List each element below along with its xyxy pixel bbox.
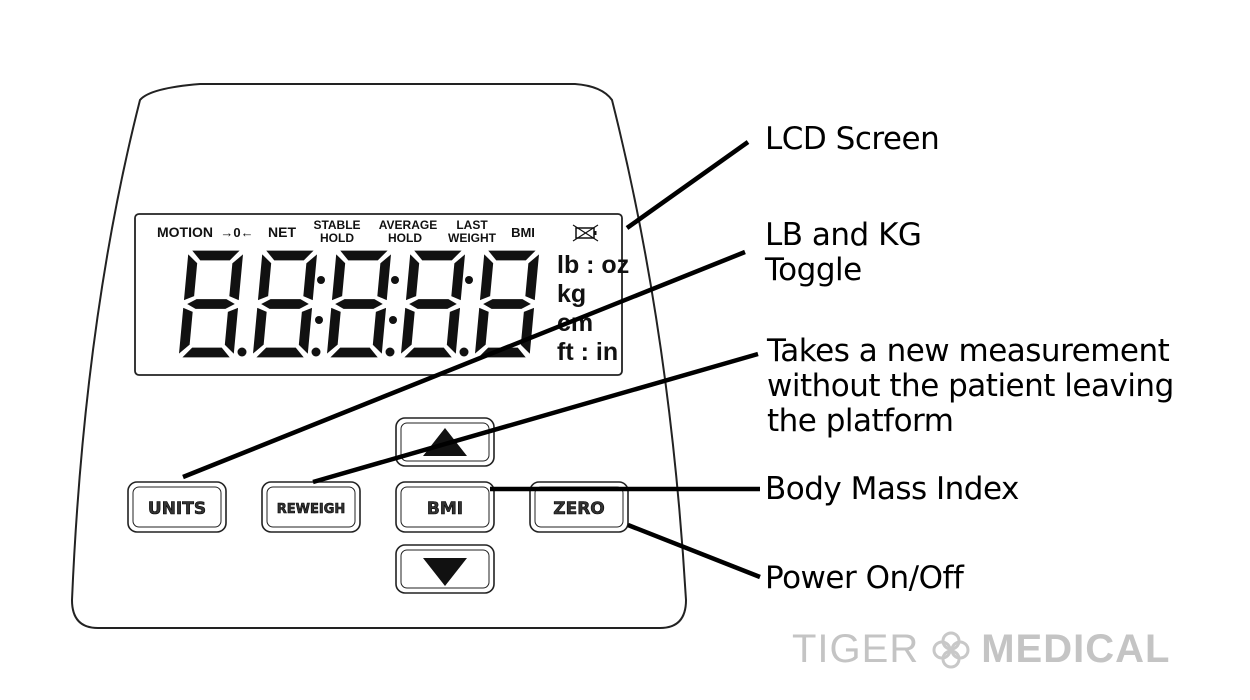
lcd-digit-3-seg-c (371, 306, 388, 357)
lcd-label-stable-hold: HOLD (320, 231, 354, 245)
lcd-digit-4-seg-e (399, 306, 416, 357)
lcd-digit-4-seg-g (406, 297, 460, 311)
lcd-digit-2-seg-a (263, 249, 317, 262)
lcd-digit-3-seg-g (332, 297, 386, 311)
lcd-digit-3-seg-b (376, 251, 393, 302)
callout-lcd-screen: LCD Screen (765, 121, 940, 157)
lcd-digit-4-seg-a (411, 249, 465, 262)
lcd-digit-3-seg-d (327, 346, 381, 359)
lcd-digit-1-seg-d (179, 346, 233, 359)
lcd-unit-ft-in: ft : in (557, 338, 618, 366)
lcd-digit-1-seg-f (182, 251, 199, 302)
lcd-digit-2-seg-f (256, 251, 273, 302)
lcd-digit-2-seg-b (302, 251, 319, 302)
lcd-unit-lb-oz: lb : oz (557, 251, 629, 279)
lcd-label-bmi: BMI (511, 225, 535, 240)
units-button[interactable]: UNITS (127, 481, 227, 533)
lcd-digit-5-seg-f (478, 251, 495, 302)
lcd-digit-3-seg-f (330, 251, 347, 302)
lcd-screen: MOTION →0← NET STABLE HOLD AVERAGE HOLD … (134, 213, 629, 376)
lcd-digit-4-decimal-point (459, 347, 469, 357)
lcd-digit-1-decimal-point (237, 347, 247, 357)
lcd-digit-4-seg-d (401, 346, 455, 359)
lcd-label-last-weight: WEIGHT (448, 231, 497, 245)
lcd-digit-5-seg-b (524, 251, 541, 302)
lcd-digit-2-seg-c (297, 306, 314, 357)
brand-name-light: TIGER (792, 626, 920, 671)
lcd-digit-1-seg-g (184, 297, 238, 311)
callout-power: Power On/Off (765, 560, 964, 596)
lcd-digit-2-seg-d (253, 346, 307, 359)
callout-units-toggle-line2: Toggle (765, 252, 862, 288)
lcd-digit-1-seg-e (177, 306, 194, 357)
callout-units-toggle-line1: LB and KG (765, 217, 922, 253)
lcd-digit-3-seg-e (325, 306, 342, 357)
lcd-digit-1-seg-b (228, 251, 245, 302)
callout-reweigh-line1: Takes a new measurement (767, 333, 1170, 369)
lcd-digit-4-seg-b (450, 251, 467, 302)
zero-button-label: ZERO (553, 499, 604, 519)
lcd-digit-2-seg-e (251, 306, 268, 357)
callout-reweigh: Takes a new measurement without the pati… (767, 334, 1174, 439)
battery-icon (572, 224, 599, 242)
lcd-digit-2-seg-g (258, 297, 312, 311)
leader-line-reweigh (312, 351, 759, 485)
lcd-label-stable: STABLE (313, 218, 360, 232)
lcd-label-last: LAST (456, 218, 488, 232)
tiger-medical-logo-icon (932, 631, 970, 669)
brand-watermark: TIGER MEDICAL (792, 626, 1170, 672)
callout-reweigh-line3: the platform (767, 403, 954, 439)
callout-reweigh-line2: without the patient leaving (767, 368, 1174, 404)
leader-line-lcd (625, 140, 750, 230)
lcd-label-average: AVERAGE (379, 218, 437, 232)
callout-power-text: Power On/Off (765, 560, 964, 596)
down-arrow-icon (423, 558, 467, 586)
lcd-unit-kg: kg (557, 280, 586, 308)
callout-lcd-screen-text: LCD Screen (765, 121, 940, 157)
lcd-digit-5-seg-a (485, 249, 539, 262)
lcd-digit-3-colon-lower (389, 316, 397, 324)
lcd-label-average-hold: HOLD (388, 231, 422, 245)
lcd-digit-5-seg-e (473, 306, 490, 357)
bmi-button[interactable]: BMI (395, 481, 495, 533)
lcd-digit-3-seg-a (337, 249, 391, 262)
lcd-digit-2-decimal-point (311, 347, 321, 357)
lcd-digit-5-seg-g (480, 297, 534, 311)
callout-bmi: Body Mass Index (765, 472, 1019, 507)
units-button-label: UNITS (148, 499, 206, 519)
lcd-digit-1-seg-c (223, 306, 240, 357)
lcd-digits (177, 249, 541, 359)
lcd-digit-3-decimal-point (385, 347, 395, 357)
callout-bmi-text: Body Mass Index (765, 471, 1019, 507)
lcd-digit-4-seg-c (445, 306, 462, 357)
lcd-label-net: NET (268, 224, 296, 240)
reweigh-button[interactable]: REWEIGH (261, 481, 361, 533)
lcd-digit-1-seg-a (189, 249, 243, 262)
leader-line-units (182, 249, 746, 480)
brand-name-bold: MEDICAL (981, 626, 1171, 671)
lcd-digit-2-colon-upper (317, 276, 325, 284)
reweigh-button-label: REWEIGH (277, 502, 346, 517)
lcd-label-motion: MOTION (157, 224, 213, 240)
lcd-label-zero-indicator: →0← (220, 225, 253, 240)
lcd-digit-4-seg-f (404, 251, 421, 302)
lcd-digit-4-colon-upper (465, 276, 473, 284)
callout-units-toggle: LB and KG Toggle (765, 217, 922, 288)
leader-line-zero (627, 522, 761, 580)
zero-button[interactable]: ZERO (529, 481, 629, 533)
bmi-button-label: BMI (427, 499, 463, 519)
lcd-digit-2-colon-lower (315, 316, 323, 324)
down-button[interactable] (395, 544, 495, 594)
lcd-digit-3-colon-upper (391, 276, 399, 284)
